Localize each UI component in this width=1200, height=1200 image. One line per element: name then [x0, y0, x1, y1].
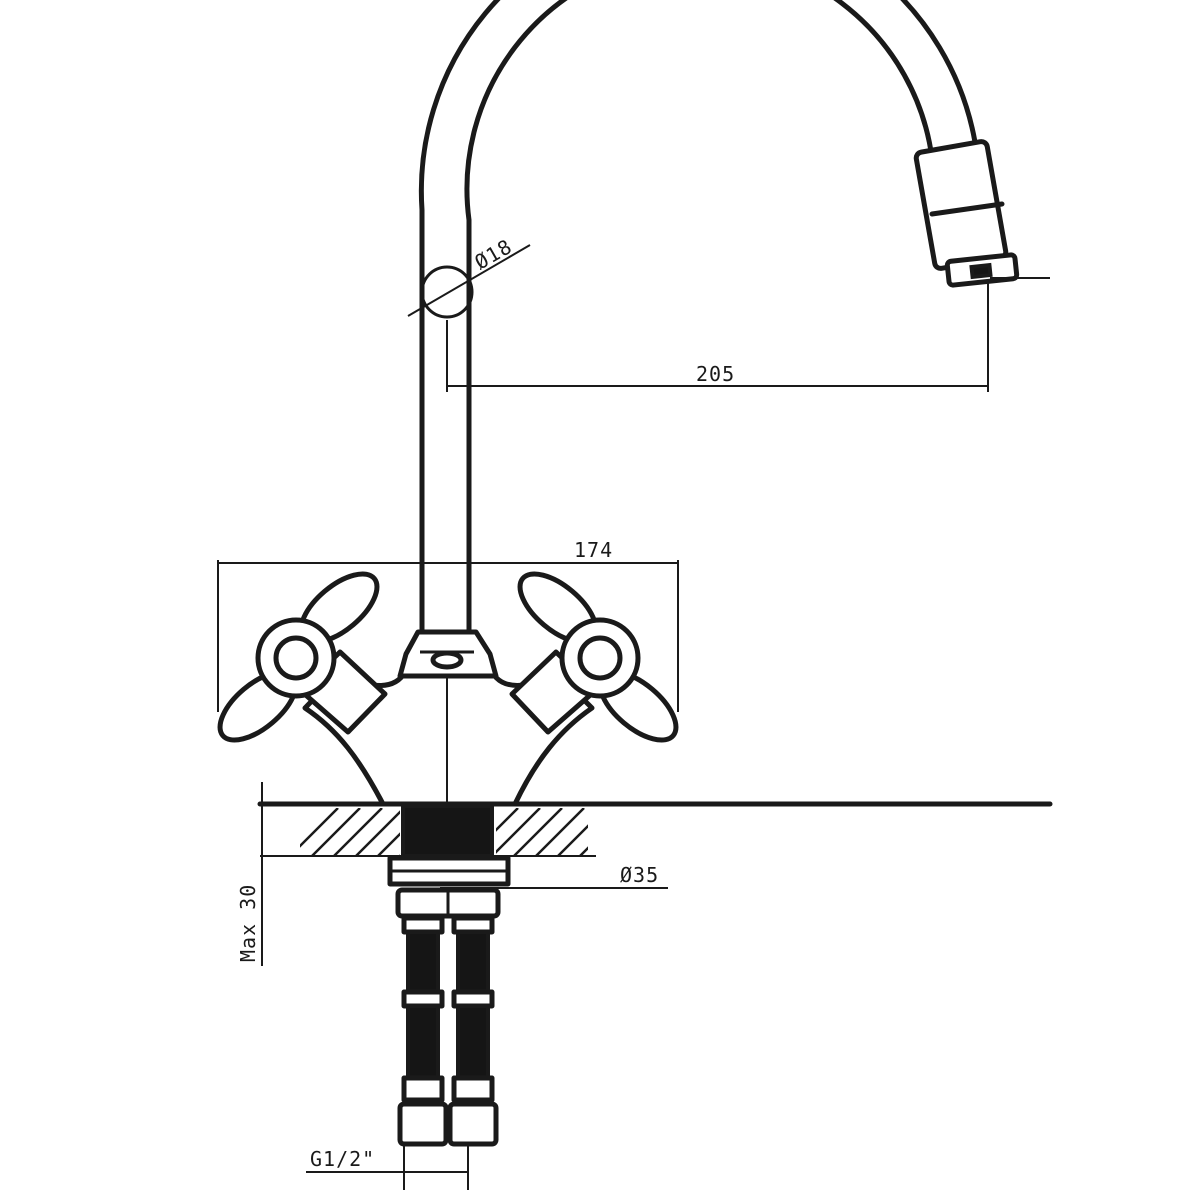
max-thickness-label: Max 30 — [236, 884, 260, 962]
spout-reach-label: 205 — [696, 362, 735, 386]
handle-span-label: 174 — [574, 538, 613, 562]
thread-dimension: G1/2" — [306, 1144, 469, 1190]
handle-span-dimension: 174 — [217, 538, 679, 712]
spout-collar — [397, 629, 499, 679]
mounting-nut — [387, 855, 511, 919]
pipe-diameter-label: Ø18 — [471, 234, 517, 274]
mounting-shank — [401, 804, 494, 858]
spout-reach-dimension: 205 — [446, 277, 1050, 392]
right-cross-handle — [509, 571, 679, 743]
aerator — [913, 139, 1020, 288]
right-flex-hose — [447, 915, 499, 1147]
thread-label: G1/2" — [310, 1147, 375, 1171]
countertop-hatch-left — [300, 808, 400, 856]
countertop — [257, 801, 1053, 858]
left-flex-hose — [397, 915, 449, 1147]
max-thickness-dimension: Max 30 — [236, 782, 300, 966]
base-diameter-dimension: Ø35 — [440, 863, 668, 889]
spout — [418, 0, 1020, 633]
base-diameter-label: Ø35 — [620, 863, 659, 887]
countertop-hatch-right — [496, 808, 588, 856]
left-cross-handle — [217, 571, 388, 743]
